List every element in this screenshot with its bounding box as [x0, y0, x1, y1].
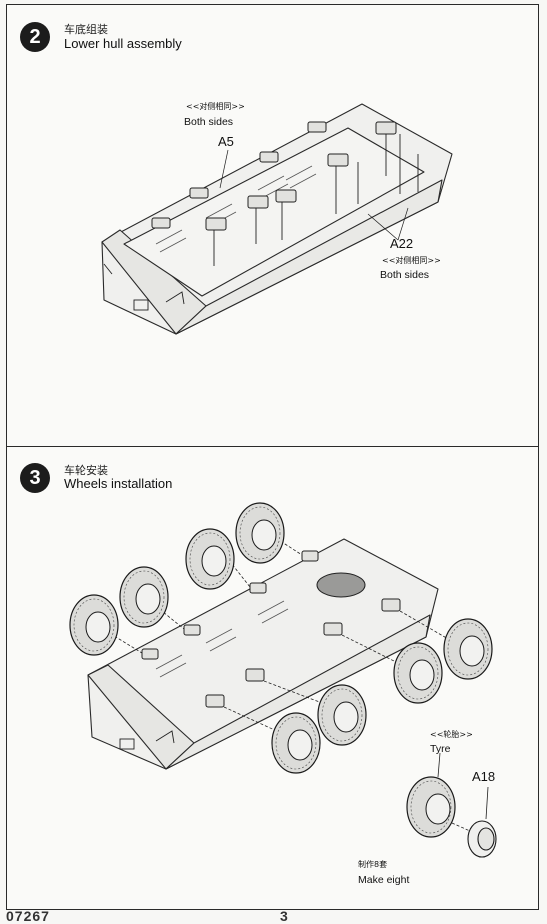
- make-eight-label: Make eight: [358, 874, 410, 886]
- part-a22-label: A22: [390, 236, 414, 251]
- tyre-label: Tyre: [430, 743, 451, 755]
- part-a5-label: A5: [218, 134, 234, 149]
- lower-hull-illustration: [101, 103, 453, 335]
- make-eight-label-zh: 制作8套: [358, 860, 388, 869]
- both-sides-label-zh-top: <<对侧相同>>: [186, 102, 245, 111]
- step-number-badge: 3: [20, 463, 50, 493]
- step-title-en: Wheels installation: [64, 476, 173, 491]
- step-title-zh: 车底组装: [64, 23, 108, 36]
- step-2-lower-hull-assembly: 2 车底组装 Lower hull assembly: [6, 4, 539, 446]
- part-a18-label: A18: [472, 769, 496, 784]
- page-number: 3: [280, 908, 288, 924]
- both-sides-label-bottom: Both sides: [380, 269, 430, 281]
- step-3-wheels-installation: 3 车轮安装 Wheels installation: [6, 446, 539, 911]
- both-sides-label-top: Both sides: [184, 116, 234, 128]
- step-title-zh: 车轮安装: [64, 464, 108, 477]
- both-sides-label-zh-bottom: <<对侧相同>>: [382, 256, 441, 265]
- product-code: 07267: [6, 908, 50, 924]
- step-title-en: Lower hull assembly: [64, 36, 182, 51]
- wheels-installation-illustration: [69, 502, 497, 858]
- step-number-badge: 2: [20, 22, 50, 52]
- tyre-label-zh: <<轮胎>>: [430, 730, 473, 739]
